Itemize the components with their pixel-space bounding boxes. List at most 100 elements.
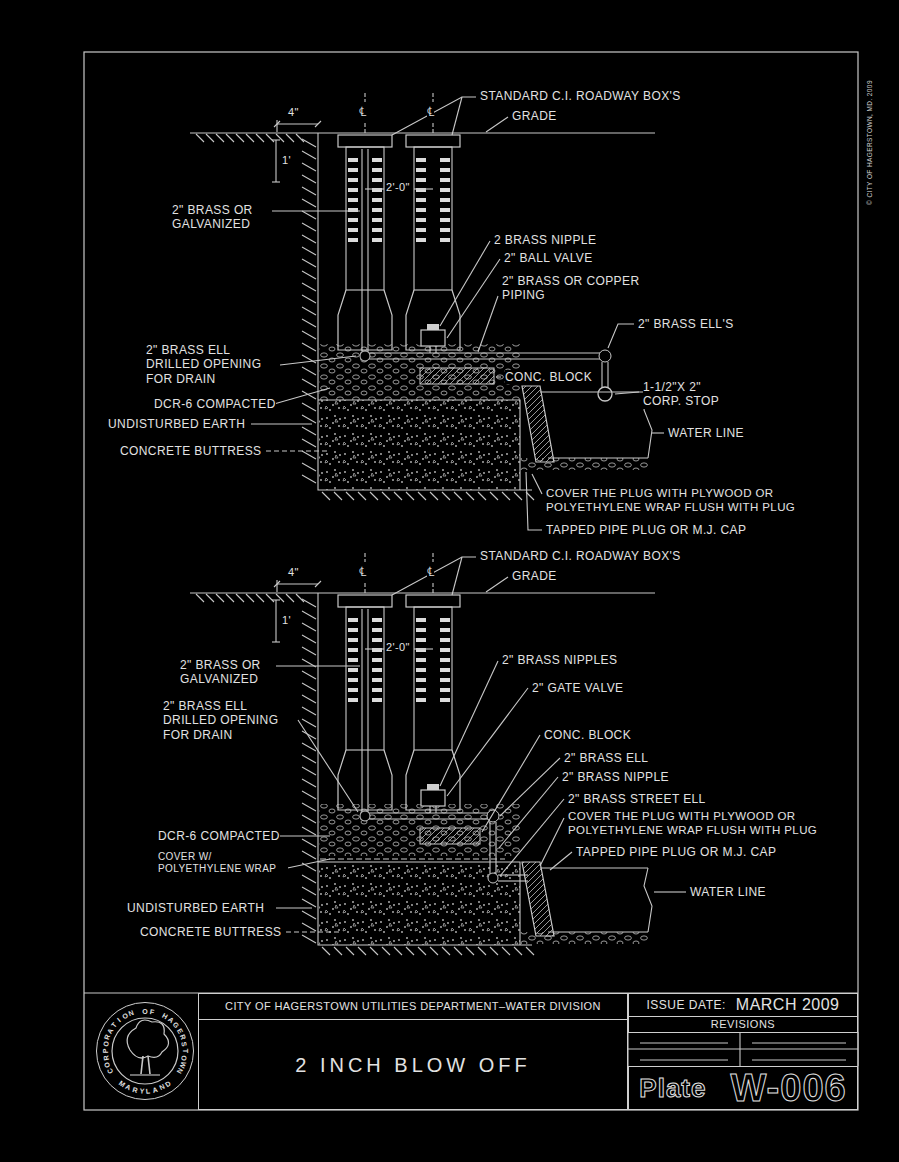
agency-cell: CITY OF HAGERSTOWN UTILITIES DEPARTMENT–… [198,993,628,1020]
dimension-line [414,648,433,649]
seal-text: MARYLAND [97,1003,193,1099]
earth-hatch [246,134,254,142]
brass-ell [488,873,498,883]
adjustment-stripe [348,188,358,192]
earth-hatch [296,594,304,602]
adjustment-stripe [348,628,358,632]
centerline [364,123,365,133]
adjustment-stripe [348,668,358,672]
earth-hatch [246,594,254,602]
adjustment-stripe [440,628,450,632]
pipe-plug [522,862,554,936]
adjustment-stripe [416,638,426,642]
riser-pipe [361,609,362,813]
adjustment-stripe [416,218,426,222]
leader-line [452,557,462,595]
earth-hatch [302,451,316,459]
adjustment-stripe [440,188,450,192]
callout-label: 2" BRASS ELL [564,751,648,765]
adjustment-stripe [348,168,358,172]
callout-label: UNDISTURBED EARTH [127,901,264,915]
plate-number: Plate [639,1075,706,1101]
callout-label: 2" BRASS NIPPLES [502,653,617,667]
centerline [432,123,433,133]
callout-label: TAPPED PIPE PLUG OR M.J. CAP [576,845,776,859]
earth-hatch [302,343,316,351]
title-block-text: CITY OF HAGERSTOWN UTILITIES DEPARTMENT–… [225,1001,601,1012]
earth-hatch [302,719,316,727]
seal-letter [157,1010,161,1017]
earth-hatch [370,492,378,500]
adjustment-stripe [348,218,358,222]
earth-hatch [302,851,316,859]
adjustment-stripe [372,168,382,172]
callout-label: CONCRETE BUTTRESS [120,444,261,458]
adjustment-stripe [416,238,426,242]
adjustment-stripe [348,238,358,242]
earth-hatch [406,492,414,500]
centerline-symbol: ℄ [427,564,434,580]
dimension-tick [274,581,280,587]
roadway-box-base [406,290,460,350]
adjustment-stripe [372,678,382,682]
riser-pipe [367,609,368,813]
earth-hatch [302,319,316,327]
brass-nipple [498,874,528,875]
earth-hatch [334,947,342,955]
adjustment-stripe [416,628,426,632]
pipe-plug [522,386,554,462]
seal-letter: L [146,1087,151,1094]
title-block-text: MARCH 2009 [736,997,840,1013]
leader-line [298,720,358,812]
seal-ground [130,1074,160,1075]
water-main [540,867,648,868]
seal-trunk [141,1056,143,1074]
earth-hatch [302,331,316,339]
earth-hatch [286,134,294,142]
leader-line [486,577,508,592]
callout-label: COVER W/ POLYETHYLENE WRAP [158,851,288,875]
adjustment-stripe [440,688,450,692]
leader-line [286,931,340,932]
seal-letter: A [152,1086,159,1094]
riser-pipe [361,149,362,353]
adjustment-stripe [440,178,450,182]
leader-line [482,735,540,832]
adjustment-stripe [372,208,382,212]
earth-hatch [478,492,486,500]
centerline [432,583,433,593]
adjustment-stripe [348,698,358,702]
leader-line [278,835,330,836]
copyright-note: © CITY OF HAGERSTOWN, MD. 2009 [866,80,874,205]
earth-hatch [302,935,316,943]
callout-label: 2" BRASS ELL DRILLED OPENING FOR DRAIN [146,343,276,386]
adjustment-stripe [372,618,382,622]
earth-hatch [346,947,354,955]
callout-label: 2" BRASS OR GALVANIZED [172,203,268,232]
callout-label: WATER LINE [690,885,766,899]
roadway-box-shaft [346,607,384,750]
adjustment-stripe [416,208,426,212]
seal-letter: R [102,1055,110,1061]
brass-ell [599,350,611,362]
concrete-block [420,368,494,384]
earth-hatch [466,947,474,955]
earth-hatch [430,492,438,500]
roadway-box-lid [406,595,460,607]
pipe-break [644,868,652,932]
earth-hatch [322,947,330,955]
concrete-buttress [319,400,520,490]
centerline-symbol: ℄ [359,104,366,120]
adjustment-stripe [372,178,382,182]
callout-label: 2" BALL VALVE [504,251,593,265]
earth-hatch [382,492,390,500]
seal-letter: T [182,1049,189,1053]
leader-line [266,450,330,451]
plate-cell: PlateW-006 [628,1066,858,1110]
brass-pipe [607,362,608,388]
earth-hatch [276,134,284,142]
dimension-label: 1' [282,154,291,167]
roadway-box-base [338,290,392,350]
callout-label: 2 BRASS NIPPLE [494,233,596,247]
callout-label: 2" GATE VALVE [532,681,624,695]
